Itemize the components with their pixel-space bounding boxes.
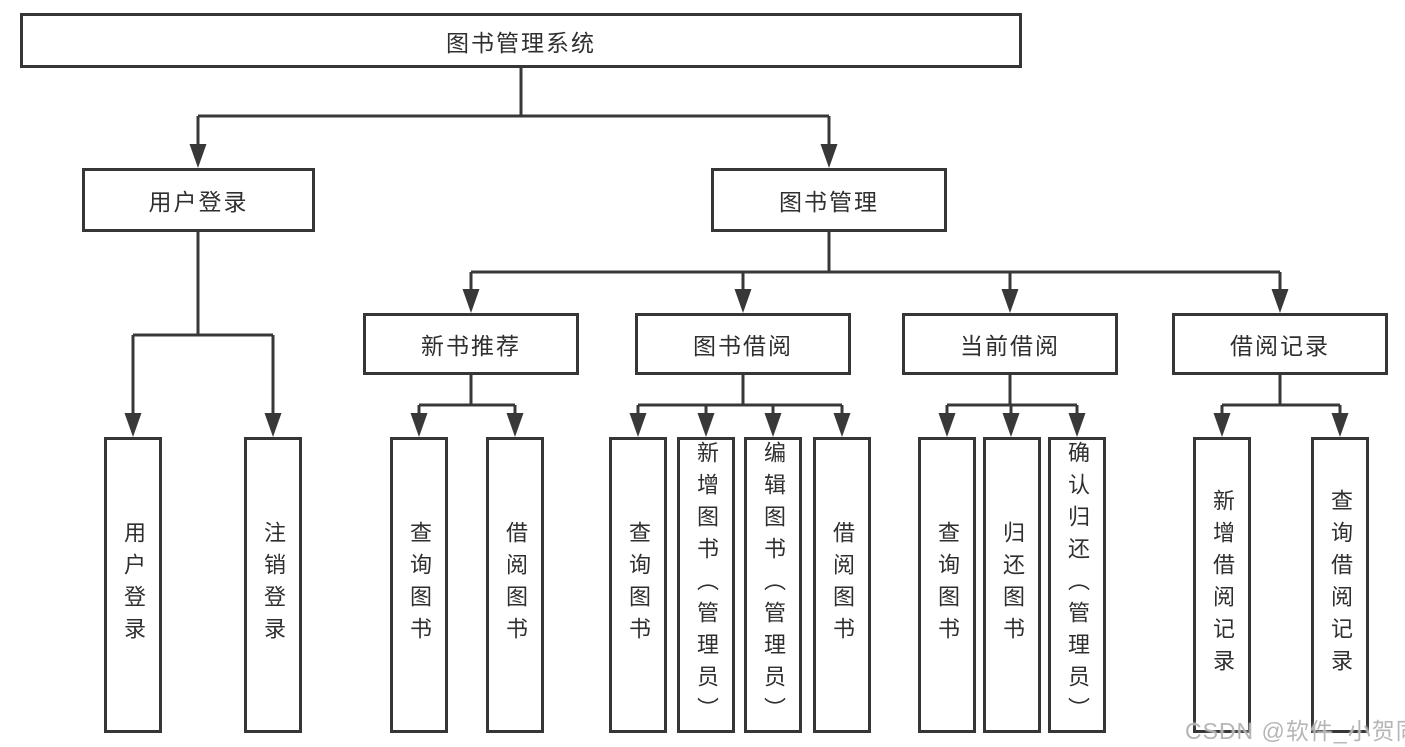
leaf-return-books: 归还图书 <box>983 437 1041 733</box>
arrowheads <box>124 144 1349 437</box>
node-book-borrowing: 图书借阅 <box>635 313 851 375</box>
leaf-label: 查询图书 <box>407 521 432 649</box>
leaf-label: 新增借阅记录 <box>1210 489 1235 681</box>
leaf-logout: 注销登录 <box>244 437 302 733</box>
leaf-label: 确认归还（管理员） <box>1065 441 1090 729</box>
leaf-add-borrow-record: 新增借阅记录 <box>1193 437 1251 733</box>
leaf-label: 查询图书 <box>626 521 651 649</box>
leaf-query-books-recommend: 查询图书 <box>390 437 448 733</box>
node-borrowing-records: 借阅记录 <box>1172 313 1388 375</box>
node-new-book-recommend: 新书推荐 <box>363 313 579 375</box>
node-current-borrowing: 当前借阅 <box>902 313 1118 375</box>
csdn-watermark: CSDN @软件_小贺同学 <box>1185 718 1405 744</box>
leaf-label: 用户登录 <box>121 521 146 649</box>
leaf-label: 注销登录 <box>261 521 286 649</box>
leaf-query-books-current: 查询图书 <box>918 437 976 733</box>
leaf-label: 编辑图书（管理员） <box>761 441 786 729</box>
leaf-borrow-books-recommend: 借阅图书 <box>486 437 544 733</box>
leaf-label: 借阅图书 <box>503 521 528 649</box>
leaf-label: 新增图书（管理员） <box>694 441 719 729</box>
leaf-label: 归还图书 <box>1000 521 1025 649</box>
node-library-system: 图书管理系统 <box>20 13 1022 68</box>
leaf-confirm-return-admin: 确认归还（管理员） <box>1048 437 1106 733</box>
leaf-label: 查询借阅记录 <box>1328 489 1353 681</box>
leaf-label: 查询图书 <box>935 521 960 649</box>
leaf-edit-books-admin: 编辑图书（管理员） <box>744 437 802 733</box>
leaf-query-borrow-record: 查询借阅记录 <box>1311 437 1369 733</box>
leaf-user-login: 用户登录 <box>104 437 162 733</box>
leaf-borrow-books: 借阅图书 <box>813 437 871 733</box>
leaf-label: 借阅图书 <box>830 521 855 649</box>
node-user-login: 用户登录 <box>82 168 315 232</box>
node-book-management: 图书管理 <box>711 168 947 232</box>
leaf-query-books-borrowing: 查询图书 <box>609 437 667 733</box>
leaf-add-books-admin: 新增图书（管理员） <box>677 437 735 733</box>
